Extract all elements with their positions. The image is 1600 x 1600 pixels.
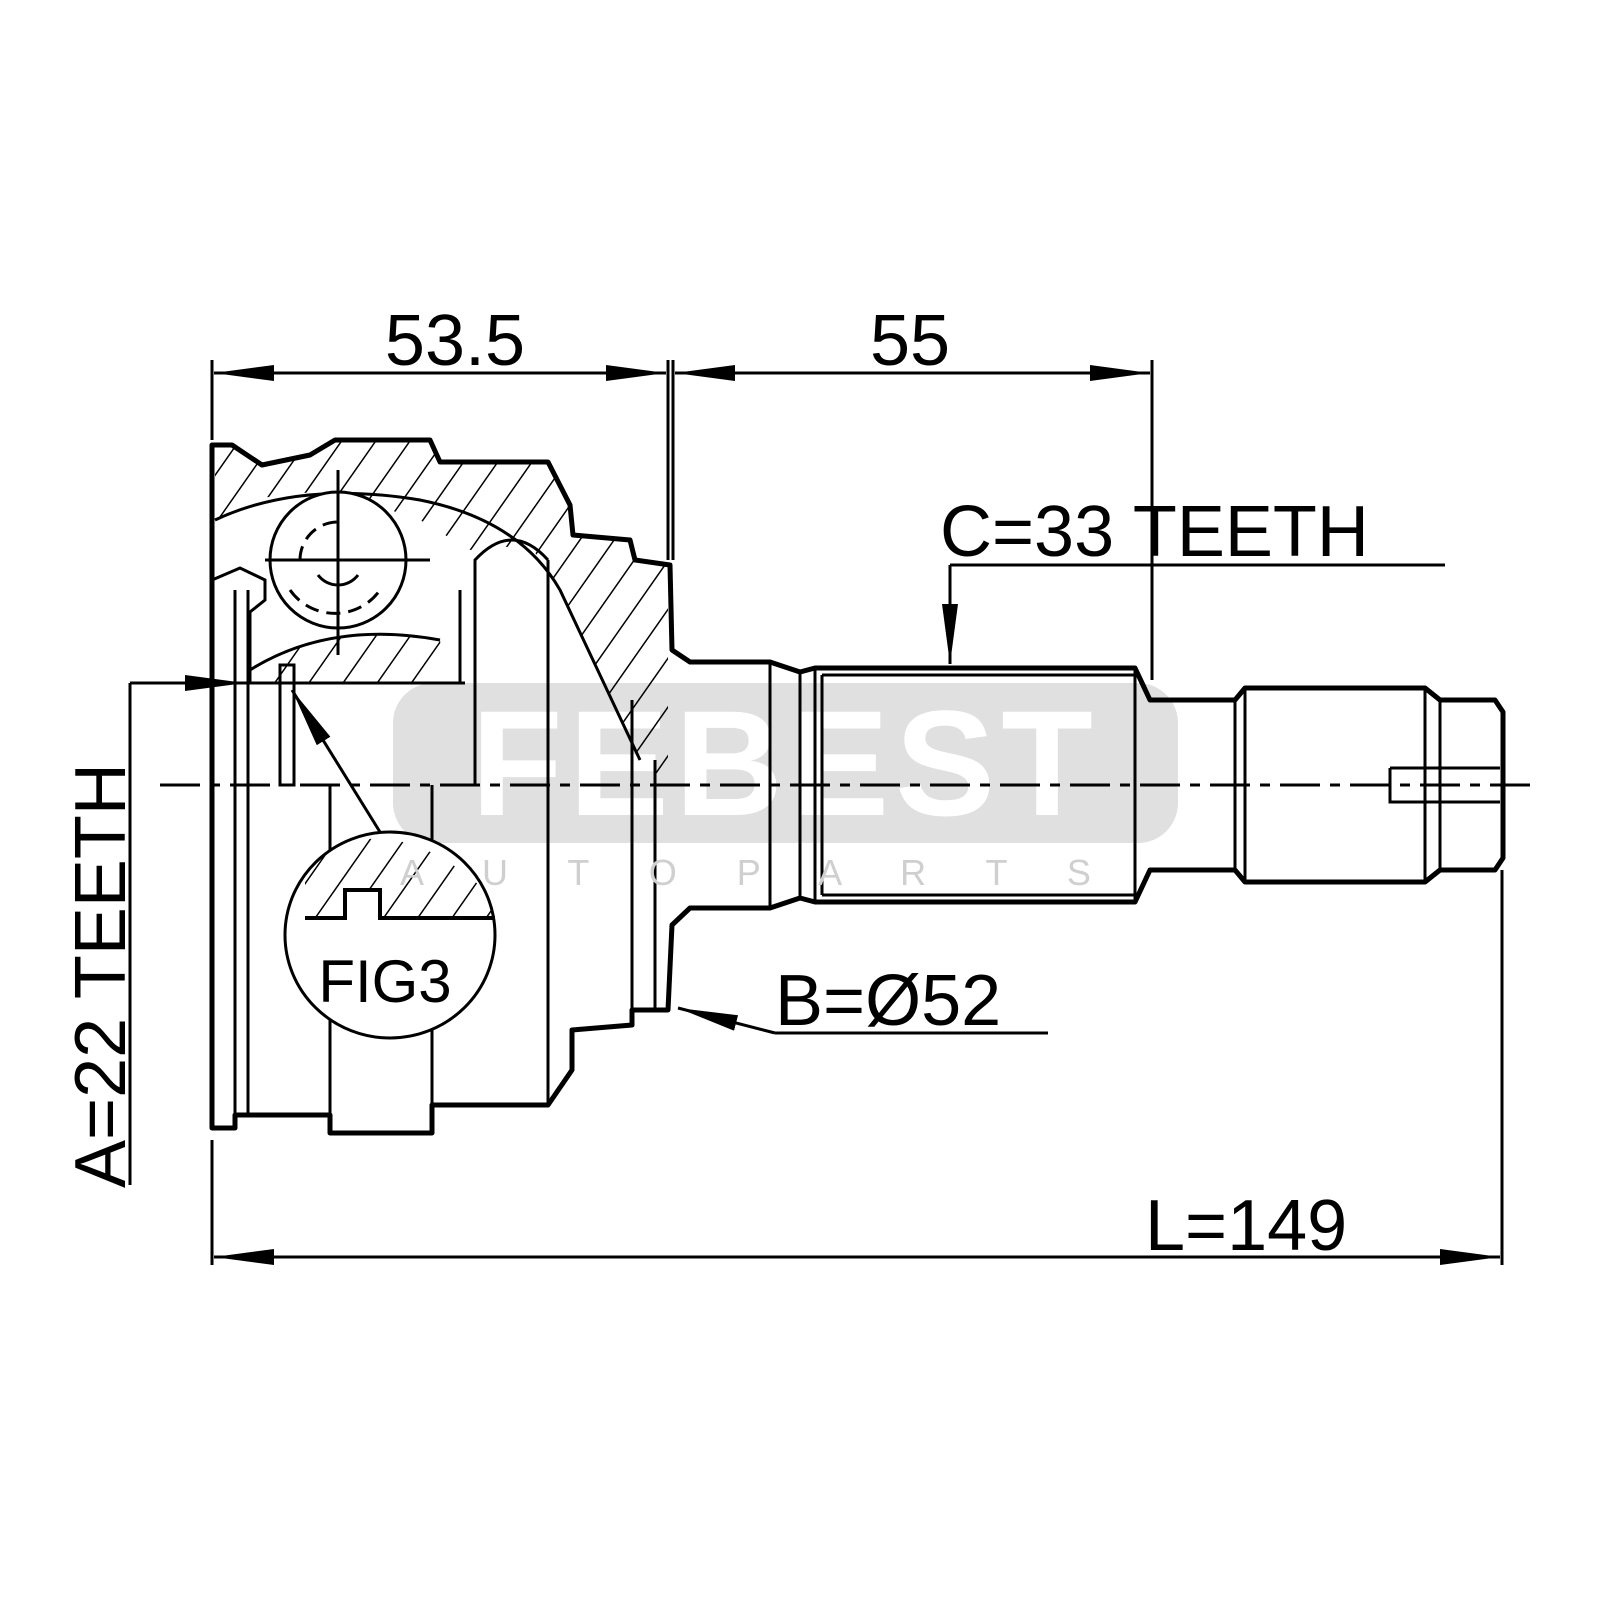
dim-spline-c: C=33 TEETH	[940, 492, 1369, 572]
ball-bearing	[265, 470, 430, 655]
dim-joint-length: 53.5	[385, 301, 525, 381]
watermark-plate	[393, 683, 1178, 843]
dim-shaft-length: 55	[870, 301, 950, 381]
hatched-sections	[215, 442, 668, 785]
watermark-tagline: A U T O P A R T S	[400, 852, 1116, 893]
watermark-brand: FEBEST	[471, 679, 1099, 847]
fig3-detail: FIG3	[283, 689, 497, 1040]
fig3-label: FIG3	[318, 948, 451, 1015]
part-outline	[209, 437, 1506, 1136]
dim-diameter-b: B=Ø52	[775, 961, 1001, 1041]
dim-total-length: L=149	[1145, 1186, 1347, 1266]
dimension-lines	[128, 360, 1504, 1265]
dim-spline-a: A=22 TEETH	[61, 763, 141, 1188]
watermark: FEBEST	[393, 679, 1178, 847]
